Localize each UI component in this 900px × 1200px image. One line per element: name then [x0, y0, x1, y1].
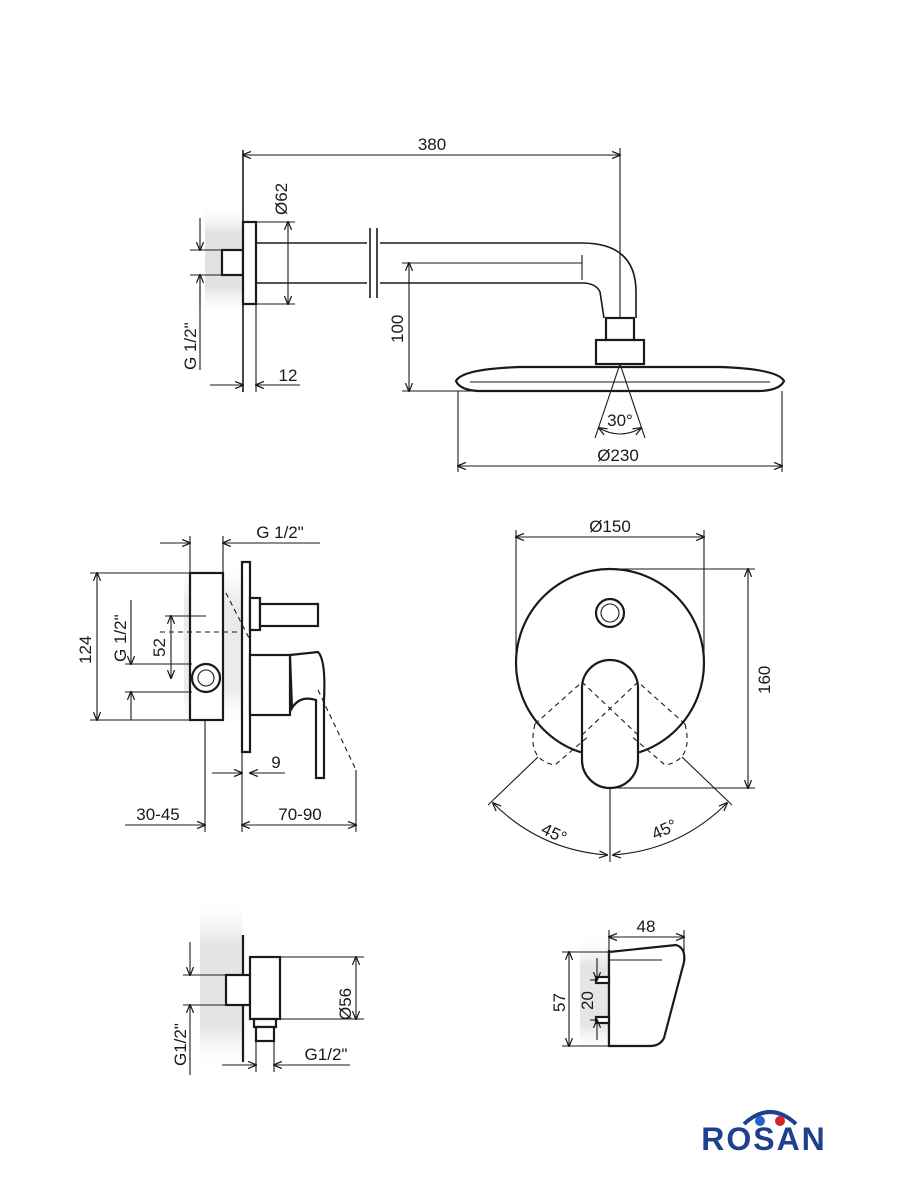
dim-text-arm-length: 380 — [418, 135, 446, 154]
dim-text-flange-dia: Ø62 — [272, 183, 291, 215]
valve-body — [188, 571, 225, 722]
dim-text-depth-in-wall: 30-45 — [136, 805, 179, 824]
dim-text-projection: 70-90 — [278, 805, 321, 824]
dim-text-thread: G 1/2" — [181, 322, 200, 370]
dim-text-holder-height: 57 — [550, 993, 569, 1012]
dim-text-head-dia: Ø230 — [597, 446, 639, 465]
brand-logo: ROSAN — [701, 1110, 827, 1157]
valve-outlet-round — [190, 662, 222, 694]
angle-ray-left — [487, 756, 539, 806]
dim-text-spacing: 52 — [150, 638, 169, 657]
lever-front — [580, 658, 640, 790]
lever-handle — [288, 650, 326, 780]
dim-text-angle: 30° — [607, 411, 633, 430]
holder-screw — [594, 975, 611, 985]
holder-screw — [594, 1015, 611, 1025]
diverter-button-inner — [600, 603, 620, 623]
head-connector — [594, 338, 646, 366]
dim-text-flange-depth: 12 — [279, 366, 298, 385]
angle-ray — [594, 363, 621, 439]
dim-text-plate: 9 — [271, 753, 280, 772]
outlet-nipple — [224, 973, 252, 1007]
swivel-joint — [604, 316, 636, 342]
dim-text-front-height: 160 — [755, 666, 774, 694]
shower-arm-bend — [380, 242, 637, 319]
angle-ray — [619, 363, 646, 439]
lever-alt-position — [317, 689, 357, 771]
mixer-front-view: Ø150 160 45° 45° — [487, 517, 774, 862]
logo-text: ROSAN — [701, 1121, 827, 1157]
diverter-button — [594, 597, 626, 629]
wall-shading — [580, 935, 608, 1055]
diverter-base — [248, 596, 262, 632]
outlet-hose-connector — [254, 1025, 276, 1043]
shower-head-body — [454, 365, 786, 393]
angle-arc-left — [493, 803, 607, 855]
lever-alt-right — [629, 681, 688, 766]
dim-text-drop: 100 — [388, 315, 407, 343]
wall-thread-nipple — [220, 248, 245, 277]
handle-base — [248, 653, 292, 717]
cover-plate — [240, 560, 252, 754]
logo-arc — [742, 1110, 798, 1126]
outlet-hose-thread — [252, 1017, 278, 1029]
angle-ray-right — [681, 756, 733, 806]
logo-dot-red — [775, 1116, 785, 1126]
diverter-knob — [258, 602, 320, 628]
lever-alt-left — [532, 681, 591, 766]
holder-body — [607, 943, 686, 1048]
shower-arm — [256, 242, 367, 284]
dim-text-angle-left: 45° — [538, 819, 569, 847]
dim-text-outlet-dia: Ø56 — [336, 988, 355, 1020]
logo-dot-blue — [755, 1116, 765, 1126]
dim-text-outlet-thread-bottom: G1/2" — [305, 1045, 348, 1064]
dim-text-side-thread: G 1/2" — [111, 614, 130, 662]
angle-arc-30 — [599, 428, 641, 434]
dim-text-screw-spacing: 20 — [578, 991, 597, 1010]
dim-text-height: 124 — [76, 636, 95, 664]
angle-arc-right — [613, 803, 727, 855]
lever-alt-cross — [581, 681, 639, 736]
outlet-body — [248, 955, 282, 1021]
dim-text-plate-dia: Ø150 — [589, 517, 631, 536]
wall-flange — [241, 220, 258, 306]
dim-text-holder-width: 48 — [637, 917, 656, 936]
holder-view: 48 57 20 — [550, 917, 686, 1055]
outlet-view: Ø56 G1/2" G1/2" — [171, 900, 364, 1075]
mixer-side-view: G 1/2" 124 G 1/2" 52 9 30-45 70-90 — [76, 523, 356, 832]
dim-text-outlet-thread-left: G1/2" — [171, 1023, 190, 1066]
valve-outlet-inner — [197, 669, 215, 687]
dim-text-inlet: G 1/2" — [256, 523, 304, 542]
shower-head-view: 380 Ø62 G 1/2" 12 100 30° Ø230 — [181, 135, 786, 472]
